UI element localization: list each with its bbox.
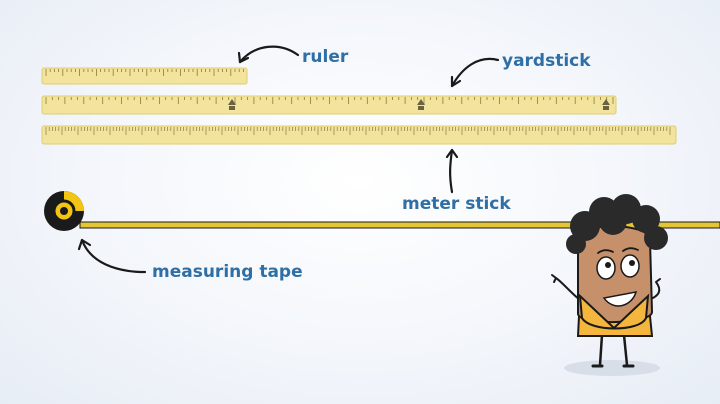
ruler-illustration <box>41 67 248 85</box>
measuring-tape-illustration <box>44 191 720 231</box>
tape-case-icon <box>44 191 84 231</box>
meter-stick-illustration <box>41 125 677 145</box>
yard-marker-icon <box>417 99 425 110</box>
yard-marker-icon <box>602 99 610 110</box>
cartoon-character <box>551 194 668 376</box>
character-hair <box>566 194 668 254</box>
curved-arrow-icon <box>237 45 300 64</box>
curved-arrow-icon <box>77 238 147 274</box>
yardstick-label: yardstick <box>502 51 591 71</box>
meter-stick-label: meter stick <box>402 194 511 214</box>
curved-arrow-icon <box>450 57 500 88</box>
measuring-tape-label: measuring tape <box>152 262 303 282</box>
yardstick-illustration <box>41 95 617 115</box>
yard-marker-icon <box>228 99 236 110</box>
curved-arrow-icon <box>445 148 459 194</box>
ruler-label: ruler <box>302 47 349 67</box>
